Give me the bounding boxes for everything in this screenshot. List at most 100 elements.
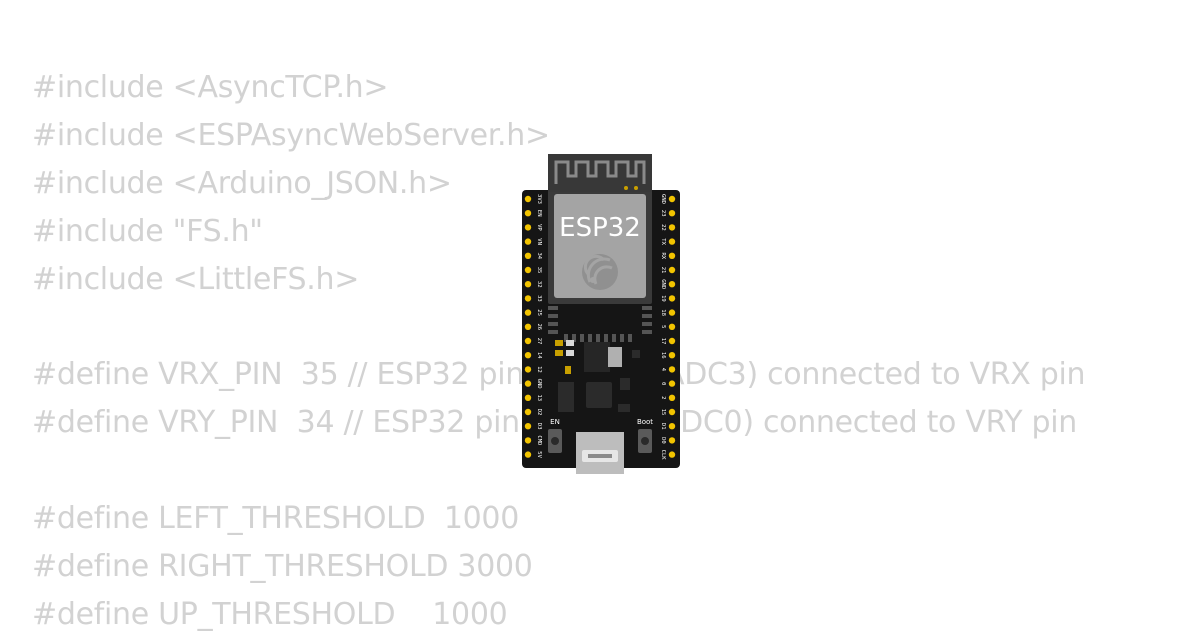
pin-left[interactable] [524,281,532,288]
module-label: ESP32 [559,213,641,243]
code-line: #define LEFT_THRESHOLD 1000 [32,501,519,537]
transistor [632,350,640,358]
boot-label: Boot [637,418,653,426]
antenna-pad [634,186,638,190]
pin-left[interactable] [524,195,532,203]
pin-right[interactable] [668,252,676,259]
usb-tongue [588,454,612,458]
pin-right[interactable] [668,309,676,316]
pin-left[interactable] [524,394,532,401]
espressif-logo-icon [582,254,618,290]
antenna-pad [624,186,628,190]
module-shield [554,194,646,298]
pin-right[interactable] [668,238,676,245]
regulator-tab [608,347,622,367]
pin-label: 5 [660,325,666,328]
pin-right[interactable] [668,323,676,330]
pin-label: 26 [536,323,542,330]
pin-left[interactable] [524,366,532,373]
pin-label: CLK [660,450,666,461]
pin-left[interactable] [524,437,532,444]
pin-right[interactable] [668,394,676,401]
pin-right[interactable] [668,437,676,444]
pin-label: GND [660,194,666,204]
pin-label: 4 [660,368,666,372]
ic [558,382,574,412]
pin-left[interactable] [524,408,532,416]
pin-left[interactable] [524,266,532,274]
pin-right[interactable] [668,380,676,387]
pin-label: 25 [536,309,542,316]
pin-label: 19 [660,295,666,302]
code-line: #include <ESPAsyncWebServer.h> [32,117,550,153]
resistor [566,340,574,346]
antenna-trace-icon [554,160,646,184]
pin-right[interactable] [668,352,676,359]
pin-left[interactable] [524,295,532,302]
module-castellations [548,306,652,342]
pin-label: 33 [536,295,542,302]
pin-label: 16 [660,352,666,359]
pin-label: 3V3 [536,194,542,204]
code-line: #include <AsyncTCP.h> [32,70,389,105]
pin-label: 21 [660,267,666,274]
usb-uart-chip [586,382,612,408]
pin-right[interactable] [668,337,676,345]
pin-label: EN [536,210,542,217]
pin-label: D1 [660,423,666,430]
pin-left[interactable] [524,323,532,330]
pin-right[interactable] [668,366,676,373]
pin-right[interactable] [668,451,676,458]
pin-label: D3 [536,423,542,430]
pin-label: 12 [536,366,542,373]
led [555,340,563,346]
pin-left[interactable] [524,210,532,217]
capacitor [555,350,563,356]
pin-label: CMD [536,435,542,445]
en-label: EN [550,418,560,426]
pin-label: VP [536,224,542,231]
pin-label: 13 [536,394,542,401]
pin-left[interactable] [524,423,532,430]
pin-left[interactable] [524,309,532,316]
pin-left[interactable] [524,352,532,359]
pin-label: D2 [536,409,542,416]
pin-right[interactable] [668,281,676,288]
pin-left[interactable] [524,380,532,387]
pin-label: 34 [536,252,542,259]
pin-left[interactable] [524,238,532,245]
pin-label: 35 [536,267,542,274]
pin-left[interactable] [524,451,532,458]
pin-label: 27 [536,338,542,345]
pin-left[interactable] [524,337,532,345]
pin-right[interactable] [668,295,676,302]
voltage-regulator [584,342,610,372]
pin-label: 15 [660,409,666,416]
pin-right[interactable] [668,266,676,274]
pin-label: D0 [660,437,666,444]
left-pin-header: 3V3ENVPVN343532332526271412GND13D2D3CMD5… [524,194,542,459]
pin-left[interactable] [524,224,532,231]
code-line: #define UP_THRESHOLD 1000 [32,596,508,632]
pin-label: 32 [536,281,542,288]
pin-right[interactable] [668,195,676,203]
pin-right[interactable] [668,423,676,430]
pin-label: 0 [660,382,666,385]
capacitor [565,366,571,374]
pin-label: TX [660,238,666,245]
pin-label: 5V [536,451,542,458]
code-line: #include "FS.h" [32,213,263,249]
pin-left[interactable] [524,252,532,259]
pin-label: 17 [660,338,666,345]
pin-right[interactable] [668,408,676,416]
pin-right[interactable] [668,224,676,231]
pin-label: 23 [660,210,666,217]
pin-label: 22 [660,224,666,231]
pin-label: VN [536,238,542,245]
pin-right[interactable] [668,210,676,217]
pin-label: GND [536,379,542,389]
boot-button-cap [641,437,649,445]
en-button-cap [551,437,559,445]
resistor [566,350,574,356]
